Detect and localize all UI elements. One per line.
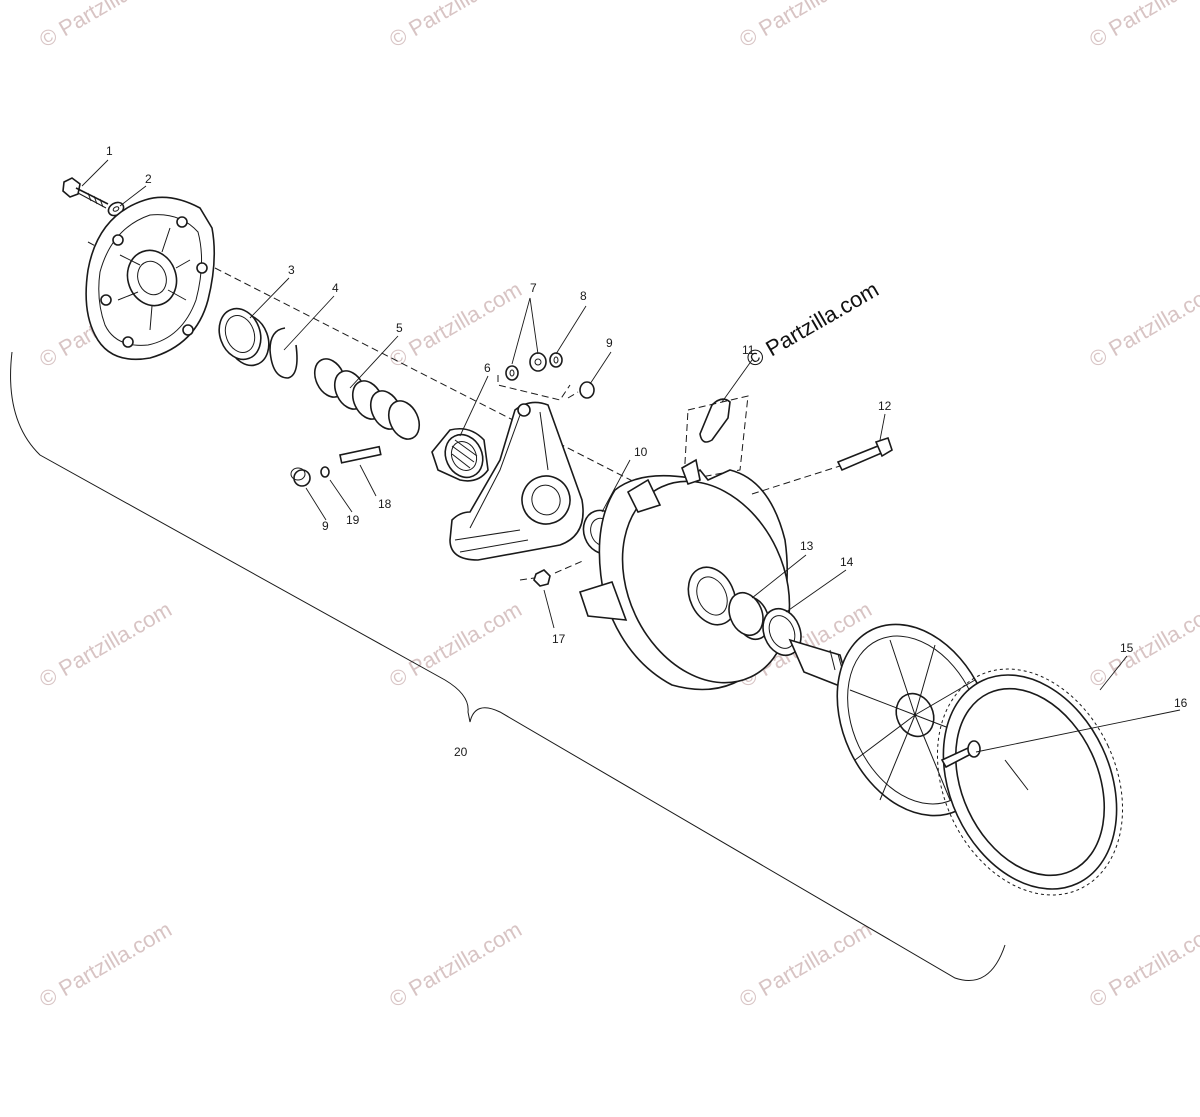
watermark: © Partzilla.com — [35, 917, 176, 1013]
part-9-cap-lower — [290, 467, 311, 487]
part-5-spring — [313, 358, 421, 440]
part-1-bolt — [62, 177, 109, 209]
callout-13: 13 — [800, 539, 814, 553]
callout-9: 9 — [606, 336, 613, 350]
watermark: © Partzilla.com — [1085, 597, 1200, 693]
callout-11: 11 — [742, 343, 755, 357]
watermark: © Partzilla.com — [385, 277, 526, 373]
watermark: © Partzilla.com — [735, 0, 876, 52]
callout-14: 14 — [840, 555, 854, 569]
part-9-cap-upper — [579, 381, 595, 399]
part-18-pin — [339, 445, 382, 464]
part-19-o-ring — [320, 466, 330, 478]
callout-1: 1 — [106, 144, 113, 158]
part-8-washer — [549, 352, 563, 368]
callout-15: 15 — [1120, 641, 1134, 655]
callout-3: 3 — [288, 263, 295, 277]
part-cover-plate — [85, 196, 216, 361]
callout-8: 8 — [580, 289, 587, 303]
assembly-dashed-guide — [497, 375, 579, 401]
watermark: © Partzilla.com — [35, 597, 176, 693]
callout-labels: 1 2 3 4 5 6 7 8 9 10 11 12 13 14 15 16 1… — [106, 144, 1188, 759]
part-4-snap-ring — [269, 327, 298, 379]
part-11-clip — [683, 395, 749, 481]
callout-2: 2 — [145, 172, 152, 186]
callout-20: 20 — [454, 745, 468, 759]
callout-17: 17 — [552, 632, 566, 646]
part-16-screw — [940, 740, 981, 769]
callout-4: 4 — [332, 281, 339, 295]
part-6-sleeve — [431, 427, 489, 482]
callout-5: 5 — [396, 321, 403, 335]
watermark: © Partzilla.com — [385, 597, 526, 693]
callout-7: 7 — [530, 281, 537, 295]
watermark: © Partzilla.com — [35, 0, 176, 52]
part-3-bushing — [218, 307, 270, 367]
part-spider-arm — [449, 401, 584, 561]
part-15-ring-gear — [936, 668, 1124, 896]
assembly-bracket — [10, 351, 1006, 982]
watermark-featured: © Partzilla.com — [742, 277, 883, 373]
part-7-washers — [505, 352, 547, 381]
leader-lines — [81, 159, 1181, 753]
center-axis-line — [214, 267, 661, 496]
watermark: © Partzilla.com — [385, 0, 526, 52]
callout-19: 19 — [346, 513, 360, 527]
part-moveable-sheave — [578, 458, 791, 691]
callout-9-lower: 9 — [322, 519, 329, 533]
watermark: © Partzilla.com — [385, 917, 526, 1013]
callout-12: 12 — [878, 399, 892, 413]
part-17-nut — [533, 569, 551, 587]
watermark: © Partzilla.com — [1085, 277, 1200, 373]
callout-18: 18 — [378, 497, 392, 511]
watermark: © Partzilla.com — [735, 917, 876, 1013]
watermark: © Partzilla.com — [1085, 0, 1200, 52]
part-13-bushing — [728, 591, 770, 641]
callout-10: 10 — [634, 445, 648, 459]
part-12-pin — [836, 436, 893, 472]
callout-16: 16 — [1174, 696, 1188, 710]
callout-6: 6 — [484, 361, 491, 375]
watermark: © Partzilla.com — [1085, 917, 1200, 1013]
